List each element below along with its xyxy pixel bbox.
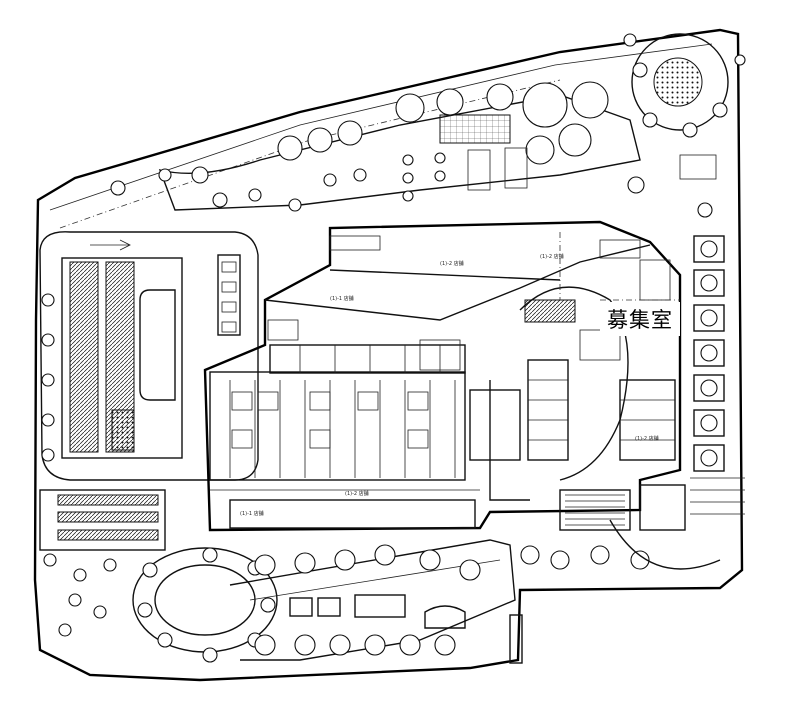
entry-stairs <box>520 484 721 570</box>
main-building: (1)-1 店舗 (1)-2 店舗 (1)-2 店舗 (1)-1 店舗 (1)-… <box>203 220 682 532</box>
svg-text:(1)-2 店舗: (1)-2 店舗 <box>345 490 369 497</box>
recruitment-room-label: 募集室 <box>600 302 680 336</box>
svg-text:(1)-1 店舗: (1)-1 店舗 <box>330 295 354 302</box>
parking-ramp <box>39 231 259 481</box>
svg-text:(1)-1 店舗: (1)-1 店舗 <box>240 510 264 517</box>
promenade-bottom <box>229 539 523 664</box>
svg-text:(1)-2 店舗: (1)-2 店舗 <box>540 253 564 260</box>
svg-text:(1)-2 店舗: (1)-2 店舗 <box>440 260 464 267</box>
parking-bays <box>39 489 166 637</box>
interior-rooms <box>267 232 680 371</box>
right-planter-column <box>627 176 745 515</box>
svg-text:(1)-2 店舗: (1)-2 店舗 <box>635 435 659 442</box>
circular-plaza-top-right <box>623 33 746 180</box>
landscape-strip-top <box>110 81 641 212</box>
